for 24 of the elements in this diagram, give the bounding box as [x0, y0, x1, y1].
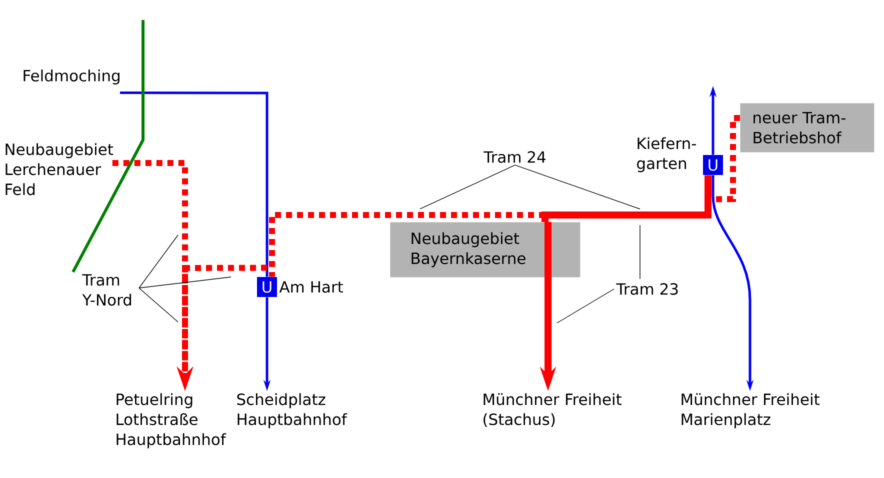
leader-line [138, 234, 178, 288]
subway-line [120, 91, 268, 277]
line-label: Tram Y-Nord [82, 274, 132, 306]
station-label: Petuelring Lothstraße Hauptbahnhof [116, 393, 226, 448]
line-label: Tram 24 [484, 151, 546, 163]
station-label: Feldmoching [24, 70, 120, 84]
tram-line [542, 175, 712, 222]
area-box: Neubaugebiet Bayernkaserne [390, 222, 580, 278]
leader-line [556, 288, 614, 324]
station-label: Scheidplatz Hauptbahnhof [237, 393, 348, 428]
area-box: neuer Tram- Betriebshof [740, 103, 874, 152]
station-sign: U [703, 155, 723, 175]
station-label: Münchner Freiheit (Stachus) [484, 393, 622, 427]
leader-line [138, 288, 178, 322]
leader-line [420, 164, 516, 210]
line-label: Tram 23 [616, 283, 678, 295]
tram-line [716, 115, 740, 202]
leader-line [514, 164, 640, 210]
station-label: Münchner Freiheit Marienplatz [682, 393, 820, 428]
station-label: Kiefern- garten [637, 137, 696, 172]
station-label: Neubaugebiet Lerchenauer Feld [6, 143, 114, 196]
station-sign: U [257, 277, 277, 297]
station-label: Am Hart [279, 281, 344, 293]
leader-line [138, 276, 232, 288]
